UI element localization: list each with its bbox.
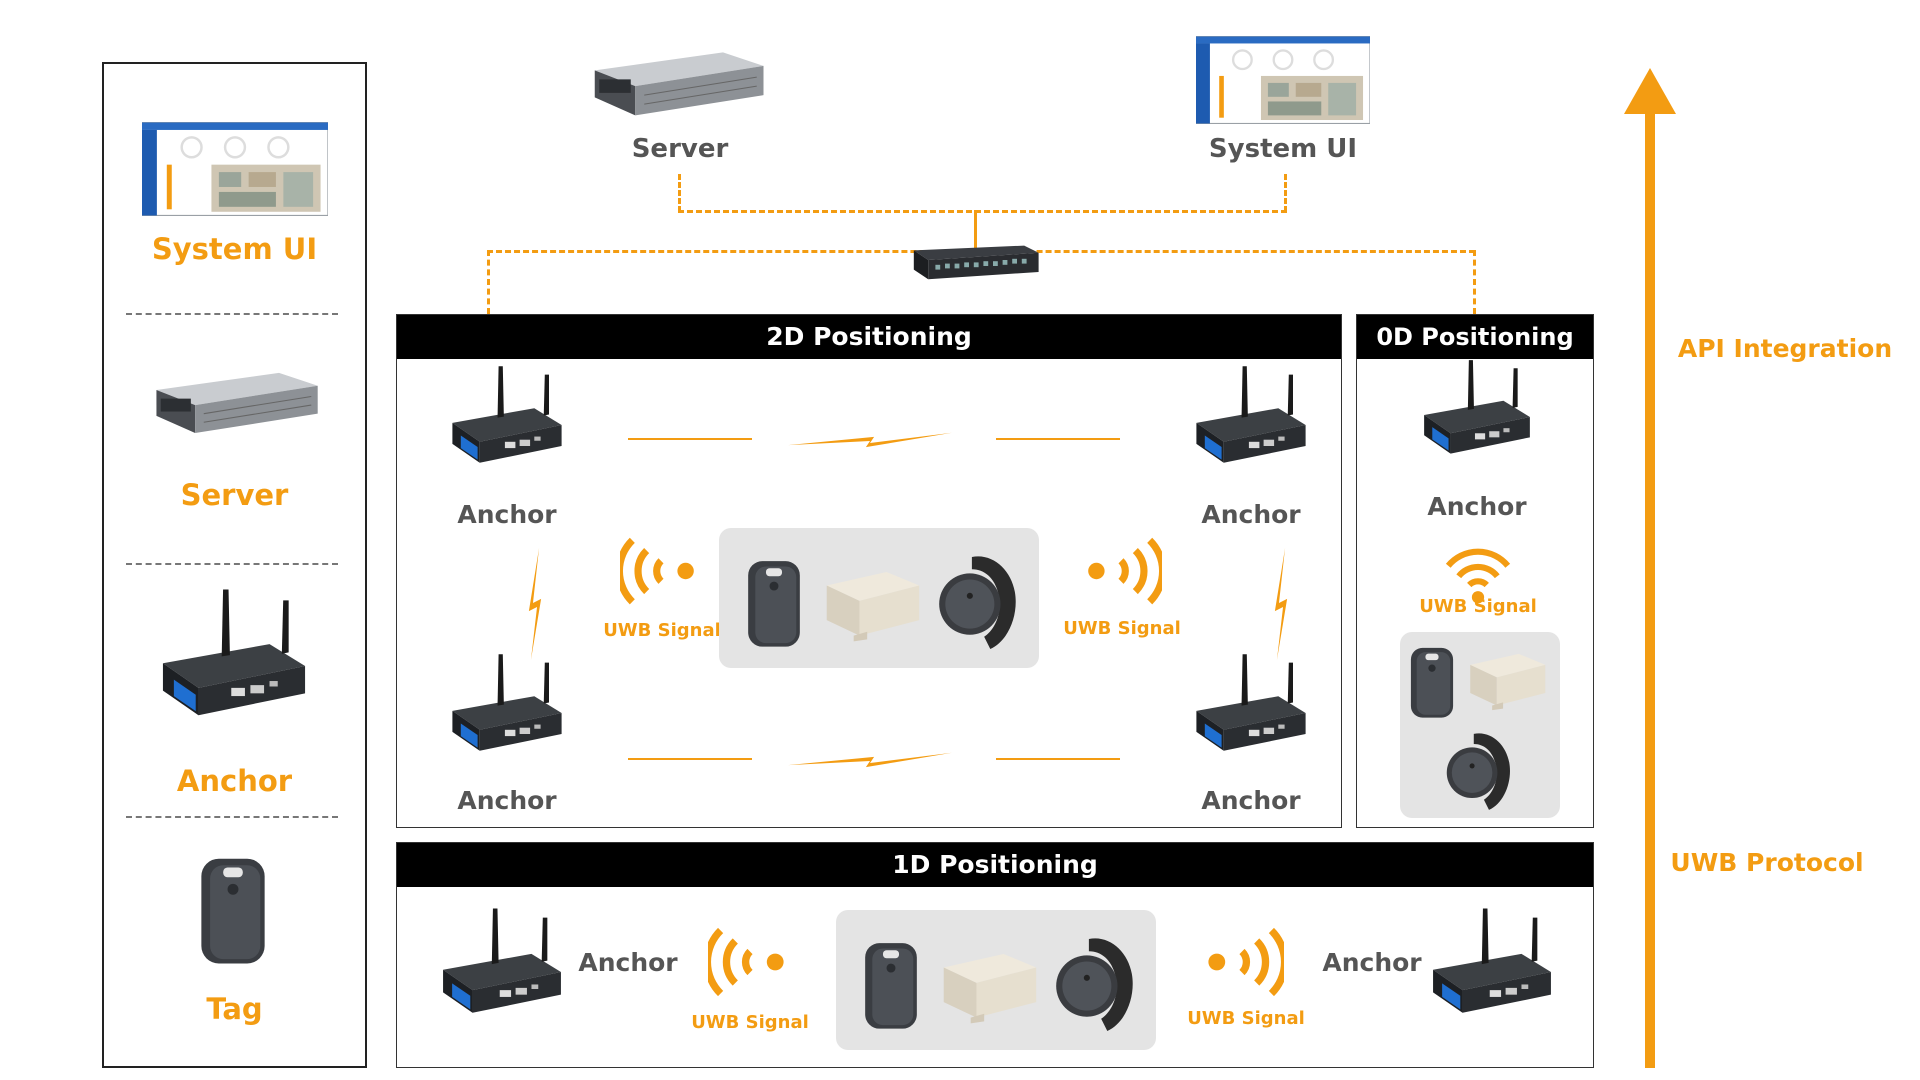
connector-line (678, 174, 681, 212)
link-line (996, 438, 1120, 440)
legend-divider (126, 313, 338, 315)
connector-line (1473, 250, 1476, 314)
anchor-router-icon (1188, 362, 1314, 488)
tag-badge-icon (858, 936, 924, 1034)
uwb-wave-icon (708, 920, 792, 1004)
api-integration-label: API Integration (1677, 334, 1893, 363)
tag-device-group (719, 528, 1039, 668)
legend-system-ui-label: System UI (151, 232, 318, 266)
rack-server-icon (150, 362, 322, 446)
lightning-bolt-icon (788, 430, 952, 452)
tag-device-group (836, 910, 1156, 1050)
tag-device-group (1400, 632, 1560, 818)
link-line (996, 758, 1120, 760)
anchor-router-icon (1424, 904, 1560, 1040)
legend-divider (126, 563, 338, 565)
panel-1d-title: 1D Positioning (397, 843, 1593, 887)
anchor-label: Anchor (1201, 786, 1301, 815)
panel-2d-title: 2D Positioning (397, 315, 1341, 359)
link-line (628, 438, 752, 440)
anchor-label: Anchor (578, 948, 678, 977)
top-system-ui-label: System UI (1208, 134, 1358, 164)
sensor-box-icon (819, 554, 925, 642)
legend-server-label: Server (180, 478, 289, 512)
lightning-bolt-icon (1270, 548, 1292, 660)
anchor-router-icon (444, 362, 570, 488)
connector-line (1284, 174, 1287, 212)
connector-line (487, 250, 490, 314)
network-switch-icon (906, 236, 1044, 284)
legend-panel: System UI Server Anchor Tag (102, 62, 367, 1068)
anchor-label: Anchor (1322, 948, 1422, 977)
anchor-router-icon (150, 584, 318, 748)
uwb-signal-label: UWB Signal (1419, 596, 1537, 617)
anchor-router-icon (1188, 650, 1314, 776)
uwb-wave-icon (1200, 920, 1284, 1004)
panel-0d-title: 0D Positioning (1357, 315, 1593, 359)
anchor-label: Anchor (1427, 492, 1527, 521)
uwb-signal-label: UWB Signal (691, 1012, 809, 1033)
anchor-label: Anchor (1201, 500, 1301, 529)
uwb-protocol-label: UWB Protocol (1670, 848, 1864, 877)
legend-divider (126, 816, 338, 818)
system-ui-screen-icon (142, 122, 328, 216)
sensor-box-icon (1464, 638, 1550, 712)
top-server-icon (588, 44, 768, 126)
uwb-signal-label: UWB Signal (1187, 1008, 1305, 1029)
tag-badge-icon (190, 850, 276, 970)
sensor-box-icon (936, 936, 1042, 1024)
wristband-icon (1440, 728, 1516, 814)
uwb-signal-label: UWB Signal (603, 620, 721, 641)
legend-tag-label: Tag (206, 992, 263, 1026)
uwb-wave-icon (1080, 530, 1162, 612)
lightning-bolt-icon (788, 750, 952, 772)
vertical-arrow-shaft (1645, 110, 1655, 1068)
anchor-router-icon (444, 650, 570, 776)
wristband-icon (1048, 932, 1140, 1036)
legend-anchor-label: Anchor (176, 764, 293, 798)
uwb-wave-icon (620, 530, 702, 612)
uwb-signal-label: UWB Signal (1063, 618, 1181, 639)
link-line (628, 758, 752, 760)
top-system-ui-icon (1196, 36, 1370, 124)
connector-line (974, 210, 977, 250)
anchor-label: Anchor (457, 786, 557, 815)
anchor-router-icon (1416, 356, 1538, 478)
wristband-icon (931, 550, 1023, 654)
anchor-label: Anchor (457, 500, 557, 529)
arrow-up-icon (1624, 68, 1676, 114)
anchor-router-icon (434, 904, 570, 1040)
connector-line (678, 210, 1287, 213)
lightning-bolt-icon (524, 548, 546, 660)
top-server-label: Server (631, 134, 729, 164)
tag-badge-icon (1404, 642, 1460, 722)
tag-badge-icon (741, 554, 807, 652)
